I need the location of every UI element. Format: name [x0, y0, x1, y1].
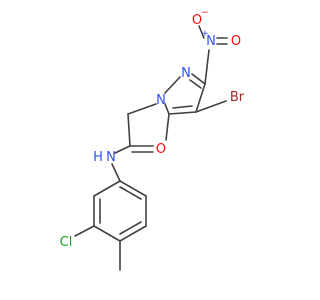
bond-c3-nnitro — [204, 49, 210, 85]
molecule-structure: N N N + O − O Br O N H Cl — [60, 8, 245, 271]
bond-n2-c3 — [191, 73, 206, 85]
bond-c4-c5 — [168, 111, 197, 115]
bond-ar6-ar1-double — [119, 186, 142, 200]
atom-o-carbonyl: O — [156, 142, 166, 157]
atom-o-nitro-double: O — [231, 34, 241, 49]
atom-label-layer: N N N + O − O Br O N H Cl — [60, 8, 245, 250]
bond-ar6-ar1 — [119, 180, 147, 197]
bond-nnitro-o-single — [198, 25, 205, 39]
atom-cl: Cl — [60, 235, 73, 250]
nitro-n-charge: + — [201, 29, 209, 39]
bond-n1-n2 — [164, 76, 181, 94]
atom-n-nitro: N — [206, 34, 216, 49]
bond-layer — [74, 25, 228, 271]
atom-h-amide: H — [93, 150, 103, 165]
bond-n2-c3-double — [189, 79, 202, 89]
bond-co-nh — [114, 145, 131, 154]
bond-c5-methyl — [165, 113, 170, 141]
bond-ar3-cl — [74, 225, 95, 237]
atom-n1: N — [156, 93, 166, 108]
bond-ar4-ar5 — [119, 225, 147, 242]
atom-n2: N — [181, 66, 191, 81]
bond-c3-c4 — [195, 83, 206, 113]
bond-ch2-co — [127, 113, 131, 147]
bond-ar3-ar4 — [93, 225, 121, 242]
bond-ar1-ar2 — [93, 180, 121, 197]
nitro-o-charge: − — [201, 8, 209, 18]
bond-n1-ch2 — [127, 103, 157, 115]
bond-c4-c5-double — [172, 105, 193, 109]
bond-c5-n1 — [164, 103, 170, 115]
atom-br: Br — [230, 90, 245, 105]
bond-c4-br — [195, 100, 227, 113]
atom-n-amide: N — [106, 150, 116, 165]
bond-nh-ring — [111, 163, 121, 182]
bond-ar4-ar5-double — [119, 221, 142, 235]
atom-o-nitro-single: O — [192, 13, 202, 28]
